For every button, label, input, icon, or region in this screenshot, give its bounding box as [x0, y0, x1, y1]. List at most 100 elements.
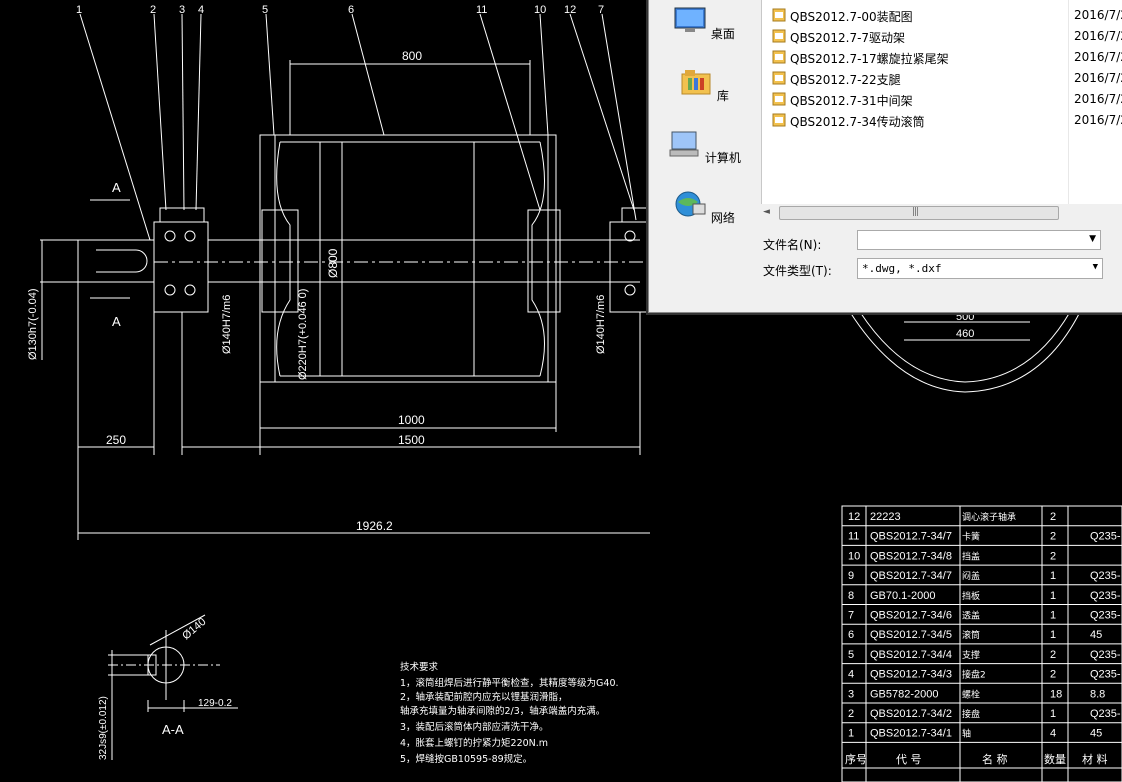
section-aa-title: A-A: [162, 722, 184, 737]
filename-input[interactable]: ▼: [857, 230, 1101, 250]
bom-cell-mat: 45: [1090, 728, 1102, 740]
bom-cell-code: QBS2012.7-34/7: [870, 570, 952, 582]
dwg-file-icon: [772, 92, 786, 106]
bom-header-qty: 数量: [1044, 753, 1066, 766]
tech-note-line: 5，焊缝按GB10595-89规定。: [400, 753, 532, 765]
part-number-10: 10: [534, 4, 546, 16]
bom-cell-code: QBS2012.7-34/5: [870, 629, 952, 641]
place-network[interactable]: 网络: [649, 190, 759, 226]
dim-hub-fit: Ø220H7(+0.046 0): [297, 289, 309, 380]
bom-cell-no: 5: [848, 649, 854, 661]
part-number-5: 5: [262, 4, 268, 16]
file-name: QBS2012.7-34传动滚筒: [790, 115, 925, 129]
bom-cell-code: QBS2012.7-34/6: [870, 610, 952, 622]
bom-cell-name: 螺栓: [962, 688, 980, 700]
dim-key-depth: 129-0.2: [198, 698, 232, 709]
filename-label: 文件名(N):: [763, 238, 822, 252]
bom-cell-name: 接盘2: [962, 669, 986, 681]
computer-icon: [669, 131, 699, 157]
chevron-down-icon[interactable]: ▼: [1089, 234, 1096, 244]
network-icon: [675, 191, 706, 217]
bom-cell-code: QBS2012.7-34/7: [870, 531, 952, 543]
part-number-2: 2: [150, 4, 156, 16]
file-name: QBS2012.7-17螺旋拉紧尾架: [790, 52, 949, 66]
file-date: 2016/7/2: [1074, 8, 1122, 22]
horizontal-scrollbar[interactable]: ◄ |||: [761, 204, 1122, 221]
bom-cell-name: 挡盖: [962, 550, 980, 562]
filetype-select[interactable]: *.dwg, *.dxf ▼: [857, 258, 1103, 279]
tech-notes-title: 技术要求: [400, 661, 439, 673]
file-date: 2016/7/2: [1074, 71, 1122, 85]
column-divider: [1068, 0, 1069, 204]
dim-dia140: Ø140: [180, 616, 208, 642]
part-number-1: 1: [76, 4, 82, 16]
dim-250: 250: [106, 433, 126, 447]
bom-cell-no: 8: [848, 590, 854, 602]
tech-note-line: 轴承充填量为轴承间隙的2/3，轴承端盖内充满。: [400, 705, 605, 717]
part-number-12: 12: [564, 4, 576, 16]
bom-cell-no: 2: [848, 708, 854, 720]
bom-cell-mat: 8.8: [1090, 688, 1105, 700]
bom-cell-name: 透盖: [962, 610, 980, 622]
dim-1500: 1500: [398, 433, 425, 447]
bom-cell-code: QBS2012.7-34/4: [870, 649, 952, 661]
bom-cell-mat: Q235-: [1090, 708, 1121, 720]
bom-header-no: 序号: [845, 752, 867, 766]
bom-cell-no: 11: [848, 531, 859, 543]
dim-1000: 1000: [398, 413, 425, 427]
file-date: 2016/7/2: [1074, 50, 1122, 64]
bom-cell-code: QBS2012.7-34/3: [870, 669, 952, 681]
bom-cell-no: 1: [848, 728, 854, 740]
bom-cell-no: 6: [848, 629, 854, 641]
dwg-file-icon: [772, 113, 786, 127]
bom-cell-qty: 2: [1050, 511, 1056, 523]
file-list[interactable]: QBS2012.7-00装配图2016/7/2QBS2012.7-7驱动架201…: [761, 0, 1122, 204]
file-name: QBS2012.7-31中间架: [790, 94, 913, 108]
bom-cell-mat: Q235-: [1090, 610, 1121, 622]
bom-header-code: 代 号: [896, 753, 922, 766]
place-desktop[interactable]: 桌面: [649, 6, 759, 42]
file-row[interactable]: QBS2012.7-31中间架 2016/7/2: [762, 89, 1122, 110]
file-name: QBS2012.7-00装配图: [790, 10, 913, 24]
bom-cell-qty: 2: [1050, 531, 1056, 543]
chevron-down-icon[interactable]: ▼: [1092, 262, 1098, 272]
file-row[interactable]: QBS2012.7-34传动滚筒 2016/7/2: [762, 110, 1122, 131]
dim-500: 500: [956, 311, 974, 323]
scroll-thumb[interactable]: |||: [779, 206, 1059, 220]
dim-dia800: Ø800: [326, 248, 340, 278]
bom-cell-name: 支撑: [962, 649, 980, 661]
file-date: 2016/7/2: [1074, 29, 1122, 43]
place-computer[interactable]: 计算机: [649, 130, 759, 166]
part-number-7: 7: [598, 4, 604, 16]
library-icon: [681, 70, 711, 95]
tech-note-line: 3，装配后滚筒体内部应清洗干净。: [400, 721, 549, 733]
bom-cell-qty: 1: [1050, 570, 1056, 582]
bom-cell-code: GB5782-2000: [870, 688, 939, 700]
file-row[interactable]: QBS2012.7-17螺旋拉紧尾架 2016/7/2: [762, 47, 1122, 68]
scroll-grip-icon: |||: [912, 207, 919, 217]
bom-cell-code: QBS2012.7-34/1: [870, 728, 952, 740]
bom-cell-no: 12: [848, 511, 860, 523]
part-number-3: 3: [179, 4, 185, 16]
bom-cell-qty: 4: [1050, 728, 1056, 740]
bom-cell-name: 轴: [962, 728, 971, 740]
part-number-4: 4: [198, 4, 204, 16]
file-row[interactable]: QBS2012.7-00装配图 2016/7/2: [762, 5, 1122, 26]
dim-1926: 1926.2: [356, 519, 393, 533]
scroll-left-arrow-icon[interactable]: ◄: [763, 207, 770, 217]
bom-cell-code: GB70.1-2000: [870, 590, 935, 602]
dim-key-width: 32Js9(±0.012): [98, 696, 109, 760]
bom-cell-qty: 1: [1050, 708, 1056, 720]
place-library[interactable]: 库: [649, 68, 759, 104]
file-date: 2016/7/2: [1074, 92, 1122, 106]
file-date: 2016/7/2: [1074, 113, 1122, 127]
desktop-icon: [674, 7, 706, 32]
bom-cell-code: QBS2012.7-34/2: [870, 708, 952, 720]
dwg-file-icon: [772, 71, 786, 85]
part-number-11: 11: [476, 4, 487, 16]
bom-cell-mat: 45: [1090, 629, 1102, 641]
bom-cell-code: 22223: [870, 511, 901, 523]
